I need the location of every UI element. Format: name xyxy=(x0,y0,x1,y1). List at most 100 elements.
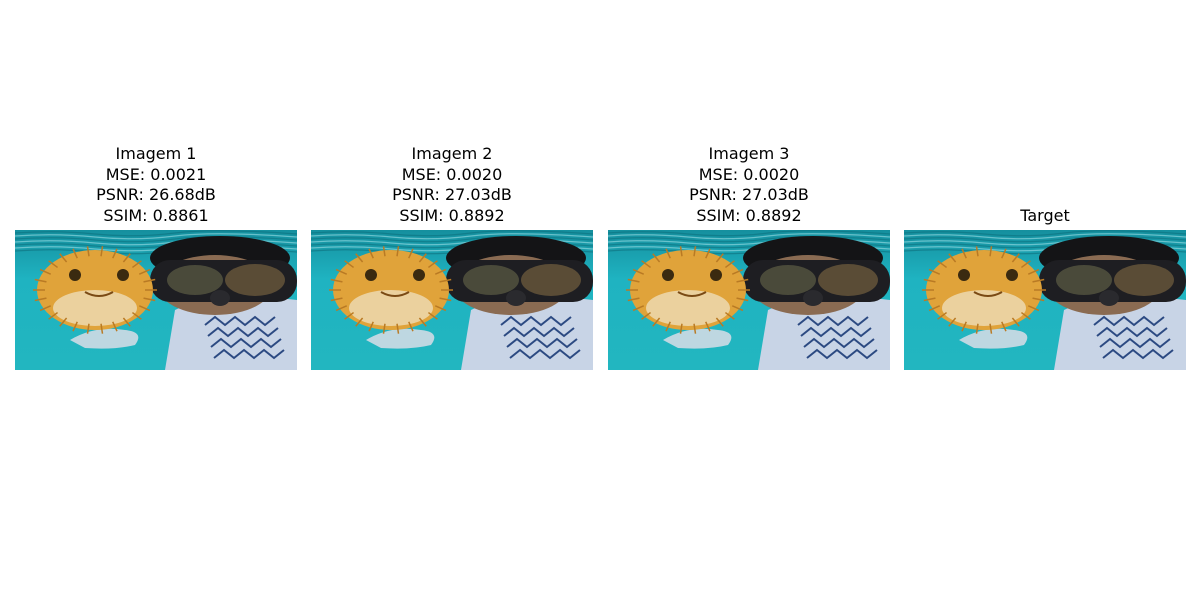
pufferfish-spine xyxy=(705,321,711,332)
pufferfish-spine xyxy=(396,323,400,334)
pufferfish-spine xyxy=(344,311,355,320)
panel-1-ssim: SSIM: 0.8861 xyxy=(103,205,209,225)
pufferfish-spine xyxy=(1027,305,1040,312)
panel-3-title: Imagem 3 xyxy=(708,144,790,163)
pufferfish-spine xyxy=(989,323,993,334)
pufferfish-spine xyxy=(131,260,142,269)
pufferfish-spine xyxy=(59,317,68,327)
pufferfish-spine xyxy=(434,268,447,275)
pufferfish-spine xyxy=(652,253,661,263)
snorkeler-hand xyxy=(959,328,1028,349)
pufferfish-spine xyxy=(627,278,640,283)
snorkeler-hand xyxy=(663,328,732,349)
snorkeler-hand xyxy=(70,328,139,349)
pufferfish-spine xyxy=(131,311,142,320)
pufferfish-spine xyxy=(72,321,78,332)
panel-2-mse: MSE: 0.0020 xyxy=(401,164,503,184)
underwater-scene xyxy=(904,230,1186,370)
pufferfish-spine xyxy=(86,246,90,257)
pufferfish-spine xyxy=(1001,248,1007,259)
pufferfish-spine xyxy=(923,278,936,283)
pufferfish-spine xyxy=(724,311,735,320)
panel-3-mse: MSE: 0.0020 xyxy=(698,164,800,184)
pufferfish-spine xyxy=(928,305,941,312)
target-image xyxy=(904,230,1186,370)
pufferfish-spine xyxy=(705,248,711,259)
pufferfish-spine xyxy=(335,268,348,275)
mask-nose xyxy=(1099,290,1119,306)
pufferfish-spine xyxy=(368,321,374,332)
pufferfish-spine xyxy=(122,253,131,263)
mask-nose xyxy=(210,290,230,306)
pufferfish-spine xyxy=(975,246,979,257)
pufferfish-spine xyxy=(1032,278,1045,283)
pufferfish-spine xyxy=(928,268,941,275)
shirt-pattern xyxy=(1093,315,1165,327)
panel-2-psnr: PSNR: 27.03dB xyxy=(392,185,512,204)
pufferfish-spine xyxy=(138,305,151,312)
pufferfish-eye xyxy=(117,269,129,281)
pufferfish-spine xyxy=(736,278,749,283)
pufferfish-belly xyxy=(646,290,730,326)
pufferfish-spine xyxy=(937,260,948,269)
pufferfish-spine xyxy=(731,305,744,312)
mask-lens-left xyxy=(463,265,519,295)
pufferfish-eye xyxy=(710,269,722,281)
pufferfish-spine xyxy=(39,268,52,275)
surface-ripple xyxy=(608,230,890,237)
shirt-pattern xyxy=(800,326,872,338)
comparison-panel-target: Target xyxy=(904,0,1186,600)
pufferfish-spine xyxy=(355,253,364,263)
comparison-panel-3: Imagem 3 MSE: 0.0020 PSNR: 27.03dB SSIM:… xyxy=(608,0,890,600)
underwater-scene xyxy=(608,230,890,370)
shirt-pattern xyxy=(213,348,285,360)
pufferfish-spine xyxy=(948,253,957,263)
shirt-pattern xyxy=(1099,337,1171,349)
pufferfish-spine xyxy=(408,321,414,332)
pufferfish-spine xyxy=(652,317,661,327)
mask-lens-right xyxy=(818,264,878,296)
pufferfish-spine xyxy=(439,297,452,302)
mask-lens-right xyxy=(225,264,285,296)
pufferfish-belly xyxy=(349,290,433,326)
pufferfish-spine xyxy=(382,323,386,334)
pufferfish-spine xyxy=(948,317,957,327)
shirt-pattern xyxy=(506,337,578,349)
pufferfish-spine xyxy=(989,246,993,257)
pufferfish-spine xyxy=(100,323,104,334)
panel-3-caption: Imagem 3 MSE: 0.0020 PSNR: 27.03dB SSIM:… xyxy=(588,142,910,226)
underwater-scene xyxy=(15,230,297,370)
pufferfish-spine xyxy=(1011,253,1020,263)
pufferfish-spine xyxy=(715,317,724,327)
pufferfish-spine xyxy=(330,297,343,302)
panel-3-psnr: PSNR: 27.03dB xyxy=(689,185,809,204)
pufferfish-spine xyxy=(693,246,697,257)
pufferfish-mouth xyxy=(677,291,707,297)
pufferfish-spine xyxy=(368,248,374,259)
pufferfish-spine xyxy=(355,317,364,327)
shirt-pattern xyxy=(797,315,869,327)
pufferfish-eye xyxy=(365,269,377,281)
panel-2-title: Imagem 2 xyxy=(411,144,493,163)
pufferfish-spine xyxy=(1011,317,1020,327)
shirt-pattern xyxy=(803,337,875,349)
surface-ripple xyxy=(311,230,593,237)
pufferfish-spine xyxy=(382,246,386,257)
pufferfish-spine xyxy=(665,248,671,259)
pufferfish-spine xyxy=(724,260,735,269)
pufferfish-spine xyxy=(344,260,355,269)
target-title: Target xyxy=(1020,205,1070,225)
pufferfish-spine xyxy=(665,321,671,332)
panel-2-ssim: SSIM: 0.8892 xyxy=(399,205,505,225)
shirt-pattern xyxy=(500,315,572,327)
pufferfish-spine xyxy=(641,260,652,269)
mask-nose xyxy=(803,290,823,306)
pufferfish-spine xyxy=(112,321,118,332)
panel-3-ssim: SSIM: 0.8892 xyxy=(696,205,802,225)
pufferfish-spine xyxy=(1032,297,1045,302)
pufferfish-eye xyxy=(69,269,81,281)
pufferfish-mouth xyxy=(973,291,1003,297)
pufferfish-spine xyxy=(418,317,427,327)
pufferfish-spine xyxy=(100,246,104,257)
mask-lens-left xyxy=(1056,265,1112,295)
